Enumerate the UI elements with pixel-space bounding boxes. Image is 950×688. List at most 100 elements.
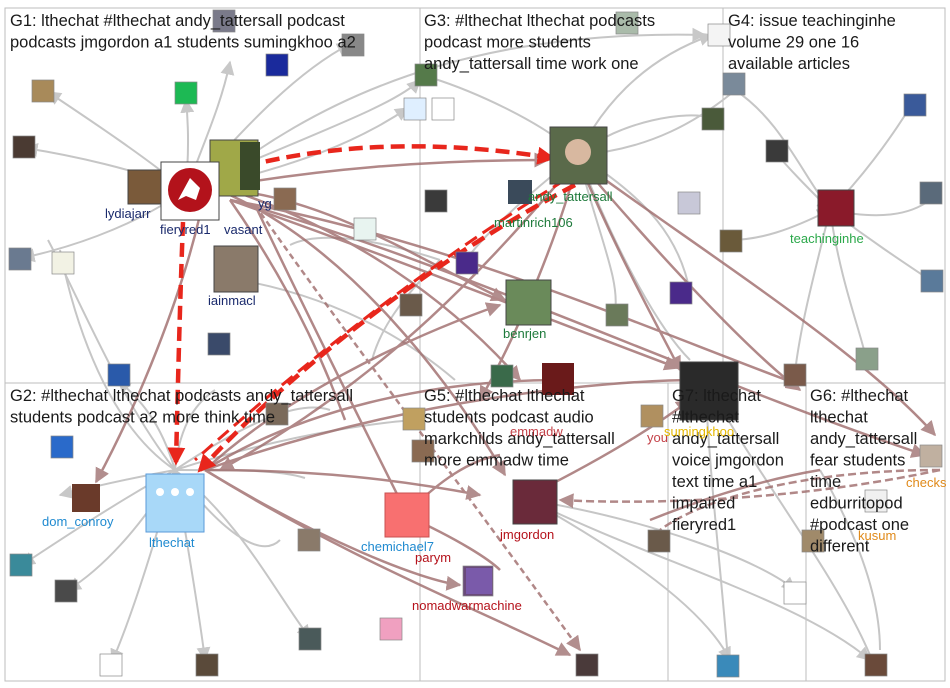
node-benrjen-image[interactable] — [505, 279, 552, 326]
avatar-node[interactable] — [298, 627, 322, 651]
hub-nodes — [72, 126, 855, 594]
avatar-node[interactable] — [399, 293, 423, 317]
avatar-node[interactable] — [414, 63, 438, 87]
node-label-parym[interactable]: parym — [415, 550, 451, 565]
node-yg-image[interactable] — [240, 142, 260, 190]
node-label-lydiajarr[interactable]: lydiajarr — [105, 206, 151, 221]
avatar-node[interactable] — [174, 81, 198, 105]
avatar-node[interactable] — [99, 653, 123, 677]
avatar-node[interactable] — [341, 33, 365, 57]
avatar-node[interactable] — [379, 617, 403, 641]
avatar-node[interactable] — [273, 187, 297, 211]
avatar-node[interactable] — [8, 247, 32, 271]
node-teachinginhe-image[interactable] — [817, 189, 855, 227]
node-label-you[interactable]: you — [647, 430, 668, 445]
avatar-node[interactable] — [353, 217, 377, 241]
node-lydiajarr-image[interactable] — [127, 169, 163, 205]
avatar-node[interactable] — [640, 404, 664, 428]
avatar-node[interactable] — [402, 407, 426, 431]
node-label-sumingkhoo[interactable]: sumingkhoo — [664, 424, 734, 439]
lthechat-dot — [156, 488, 164, 496]
avatar-node[interactable] — [716, 654, 740, 678]
avatar-node[interactable] — [605, 303, 629, 327]
avatar-node[interactable] — [722, 72, 746, 96]
node-iainmacl-image[interactable] — [213, 245, 259, 293]
avatar-node[interactable] — [212, 9, 236, 33]
avatar-node[interactable] — [431, 97, 455, 121]
avatar-node[interactable] — [107, 363, 131, 387]
avatar-node[interactable] — [647, 529, 671, 553]
avatar-node[interactable] — [265, 53, 289, 77]
avatar-node[interactable] — [701, 107, 725, 131]
avatar-node[interactable] — [919, 181, 943, 205]
node-sumingkhoo-image[interactable] — [679, 361, 739, 421]
fieryred1-bird — [178, 178, 200, 200]
node-chemichael7-image[interactable] — [384, 492, 430, 538]
avatar-node[interactable] — [575, 653, 599, 677]
lthechat-dot — [186, 488, 194, 496]
node-label-andy[interactable]: andy_tattersall — [528, 189, 613, 204]
group-box-g2 — [4, 382, 421, 682]
node-label-chemichael7[interactable]: chemichael7 — [361, 539, 434, 554]
avatar-node[interactable] — [31, 79, 55, 103]
avatar-node[interactable] — [864, 489, 888, 513]
avatar-node[interactable] — [9, 553, 33, 577]
avatar-node[interactable] — [50, 435, 74, 459]
node-dom-conroy-image[interactable] — [72, 484, 100, 512]
group-label-line: G7: lthechat — [672, 387, 761, 405]
node-label-checks[interactable]: checks — [906, 475, 947, 490]
avatar-node[interactable] — [12, 135, 36, 159]
avatar-node[interactable] — [864, 653, 888, 677]
node-label-fieryred1[interactable]: fieryred1 — [160, 222, 211, 237]
avatar-node[interactable] — [51, 251, 75, 275]
avatar-node[interactable] — [54, 579, 78, 603]
avatar-node[interactable] — [765, 139, 789, 163]
node-andy-image[interactable] — [549, 126, 608, 185]
avatar-node[interactable] — [615, 11, 639, 35]
node-jmgordon-image[interactable] — [512, 479, 558, 525]
node-label-jmgordon[interactable]: jmgordon — [499, 527, 554, 542]
node-label-benrjen[interactable]: benrjen — [503, 326, 546, 341]
node-label-yg[interactable]: yg — [258, 196, 272, 211]
node-label-emmadw[interactable]: emmadw — [510, 424, 563, 439]
avatar-node[interactable] — [297, 528, 321, 552]
avatar-node[interactable] — [783, 581, 807, 605]
avatar-node[interactable] — [677, 191, 701, 215]
avatar-node[interactable] — [855, 347, 879, 371]
avatar-node[interactable] — [903, 93, 927, 117]
group-label-line: more emmadw time — [424, 452, 569, 470]
group-label-line: andy_tattersall — [810, 430, 917, 448]
node-emmadw-image[interactable] — [542, 363, 574, 395]
avatar-node[interactable] — [265, 402, 289, 426]
avatar-node[interactable] — [707, 23, 731, 47]
node-nomadwarmachine-image[interactable] — [466, 568, 492, 594]
avatar-node[interactable] — [490, 364, 514, 388]
avatar-node[interactable] — [801, 529, 825, 553]
node-label-lthechat[interactable]: lthechat — [149, 535, 195, 550]
avatar-node[interactable] — [455, 251, 479, 275]
avatar-node[interactable] — [783, 363, 807, 387]
avatar-node[interactable] — [411, 439, 435, 463]
node-label-kusum[interactable]: kusum — [858, 528, 896, 543]
node-martinrich106-image[interactable] — [508, 180, 532, 204]
group-label-line: markchilds andy_tattersall — [424, 430, 615, 448]
group-label-line: lthechat — [810, 409, 868, 427]
avatar-node[interactable] — [669, 281, 693, 305]
node-label-vasant[interactable]: vasant — [224, 222, 263, 237]
group-label-line: G1: lthechat #lthechat andy_tattersall p… — [10, 12, 345, 30]
node-label-iainmacl[interactable]: iainmacl — [208, 293, 256, 308]
node-lthechat-image[interactable] — [145, 473, 205, 533]
node-label-teachinginhe[interactable]: teachinginhe — [790, 231, 864, 246]
avatar-node[interactable] — [424, 189, 448, 213]
avatar-node[interactable] — [719, 229, 743, 253]
avatar-node[interactable] — [195, 653, 219, 677]
avatar-node[interactable] — [920, 269, 944, 293]
avatar-node[interactable] — [403, 97, 427, 121]
avatar-node[interactable] — [207, 332, 231, 356]
node-label-nomadwarmachine[interactable]: nomadwarmachine — [412, 598, 522, 613]
node-label-dom-conroy[interactable]: dom_conroy — [42, 514, 114, 529]
node-label-martinrich106[interactable]: martinrich106 — [494, 215, 573, 230]
avatar-node[interactable] — [919, 444, 943, 468]
